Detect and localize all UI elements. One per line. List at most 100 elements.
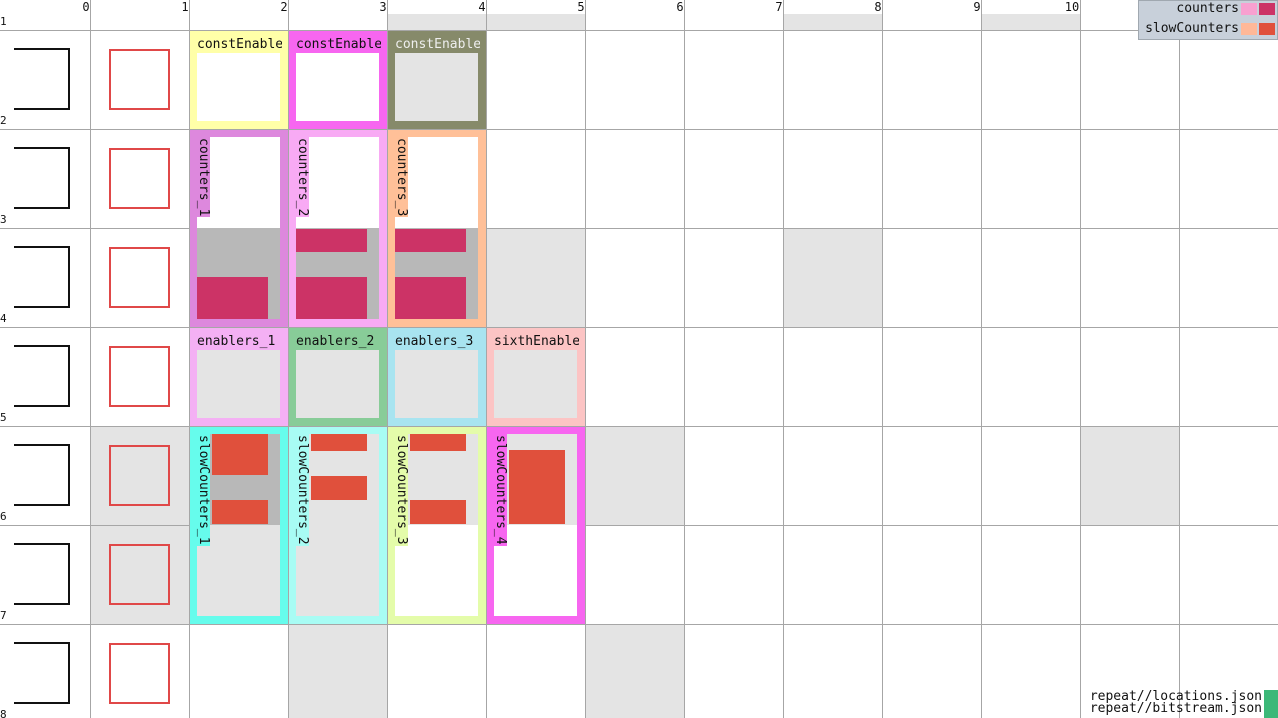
legend-swatch [1259,23,1275,35]
row-tick: 1 [0,15,7,28]
legend-item: slowCounters [1137,21,1277,37]
grid-cell-shaded [486,14,585,31]
counters-block[interactable]: counters_2 [289,130,387,327]
column-tick: 6 [676,0,684,14]
grid-cell-shaded [387,14,486,31]
block-label: constEnable [296,38,381,52]
empty-tile [109,643,170,704]
io-tile [14,444,70,506]
slow-counters-block[interactable]: slowCounters_3 [388,427,486,624]
empty-tile [109,49,170,110]
io-tile [14,246,70,308]
sixth-enable-block[interactable]: sixthEnable [487,328,585,426]
empty-tile [109,148,170,209]
counter-bit [311,434,367,451]
empty-tile [109,544,170,605]
grid-line [1179,0,1180,718]
enablers-block[interactable]: enablers_1 [190,328,288,426]
grid-cell-shaded [1080,427,1179,526]
counter-bit [296,229,367,252]
block-label: counters_3 [394,137,409,218]
block-label: slowCounters_3 [394,434,409,546]
grid-line [783,0,784,718]
block-label: slowCounters_4 [493,434,508,546]
slow-counters-block[interactable]: slowCounters_1 [190,427,288,624]
const-enable-block[interactable]: constEnable [289,31,387,129]
grid-cell-shaded [585,625,684,718]
legend-item: counters [1137,1,1277,17]
column-tick: 5 [577,0,585,14]
column-tick: 9 [973,0,981,14]
column-tick: 4 [478,0,486,14]
block-label: sixthEnable [494,335,579,349]
const-enable-block[interactable]: constEnable [190,31,288,129]
empty-tile [109,445,170,506]
io-tile [14,48,70,110]
io-tile [14,345,70,407]
block-label: counters_2 [295,137,310,218]
counter-bit [395,229,466,252]
row-tick: 7 [0,609,7,622]
block-label: enablers_2 [296,335,375,349]
counters-block[interactable]: counters_3 [388,130,486,327]
legend-label: counters [1176,1,1239,16]
grid-line [387,0,388,718]
grid-line [684,0,685,718]
row-tick: 2 [0,114,7,127]
empty-tile [109,247,170,308]
enablers-block[interactable]: enablers_3 [388,328,486,426]
block-label: enablers_3 [395,335,474,349]
counter-bit [212,434,268,475]
legend-swatch [1241,23,1257,35]
column-tick: 2 [280,0,288,14]
grid-line [0,426,1278,427]
counter-bit [410,500,466,524]
grid-cell-shaded [585,427,684,526]
counter-bit [410,434,466,451]
grid-line [90,0,91,718]
grid-line [189,0,190,718]
column-tick: 0 [82,0,90,14]
slow-counters-block[interactable]: slowCounters_2 [289,427,387,624]
enablers-block[interactable]: enablers_2 [289,328,387,426]
row-tick: 4 [0,312,7,325]
legend-label: slowCounters [1145,21,1239,36]
block-label: enablers_1 [197,335,276,349]
status-swatch [1264,690,1278,718]
column-tick: 10 [1064,0,1080,14]
empty-tile [109,346,170,407]
counter-bit [296,277,367,319]
grid-cell-shaded [288,625,387,718]
grid-line [0,129,1278,130]
block-label: slowCounters_2 [295,434,310,546]
grid-line [0,30,1278,31]
grid-line [585,0,586,718]
legend-swatch [1241,3,1257,15]
legend-swatch [1259,3,1275,15]
row-tick: 6 [0,510,7,523]
io-tile [14,147,70,209]
footer-file-label: repeat//locations.json [1089,689,1262,704]
block-label: constEnable [197,38,282,52]
counter-bit [197,277,268,319]
counter-bit [212,500,268,524]
grid-cell-shaded [783,229,882,328]
counter-bit [395,277,466,319]
const-enable-block[interactable]: constEnable [388,31,486,129]
grid-cell-shaded [783,14,882,31]
row-tick: 3 [0,213,7,226]
slow-counters-block[interactable]: slowCounters_4 [487,427,585,624]
row-tick: 5 [0,411,7,424]
grid-line [0,228,1278,229]
column-tick: 1 [181,0,189,14]
io-tile [14,642,70,704]
legend: counters slowCounters [1138,0,1278,40]
block-label: constEnable [395,38,480,52]
counters-block[interactable]: counters_1 [190,130,288,327]
grid-cell-shaded [486,229,585,328]
column-tick: 8 [874,0,882,14]
footer-file-label: repeat//bitstream.json [1089,701,1262,716]
counter-bit [509,450,565,524]
grid-line [981,0,982,718]
